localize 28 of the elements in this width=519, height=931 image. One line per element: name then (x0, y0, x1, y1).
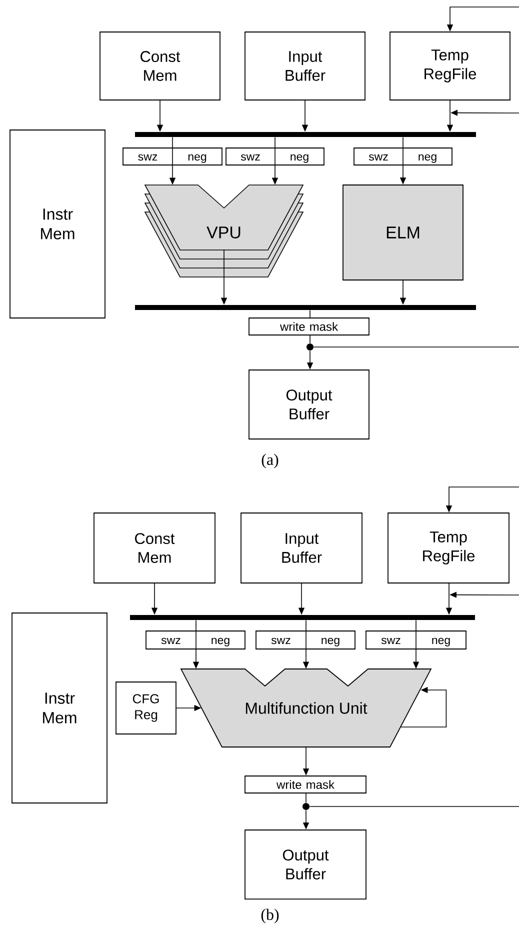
swizzle-negate-box: swz neg (146, 630, 246, 650)
connector-line (402, 136, 404, 148)
elm-block: ELM (342, 184, 464, 280)
output-buffer-block: Output Buffer (248, 370, 370, 440)
register-file-block: Temp RegFile (388, 512, 510, 584)
instruction-memory-block: Instr Mem (10, 130, 106, 318)
memory-block: Const Mem (94, 512, 216, 584)
junction-dot (302, 803, 310, 810)
write-mask-box: write mask (244, 776, 366, 794)
swizzle-negate-box: swz neg (256, 630, 356, 650)
write-mask-box: write mask (248, 318, 370, 336)
connector-line (172, 136, 173, 148)
output-buffer-block: Output Buffer (244, 830, 366, 900)
connector-line (274, 136, 276, 148)
swizzle-negate-box: swz neg (354, 148, 452, 166)
register-file-block: Temp RegFile (390, 32, 510, 100)
swizzle-negate-box: swz neg (226, 148, 324, 166)
buffer-block: Input Buffer (244, 32, 366, 100)
junction-dot (306, 344, 314, 350)
subfigure-caption: (a) (262, 454, 278, 468)
instruction-memory-block: Instr Mem (12, 612, 108, 804)
memory-block: Const Mem (100, 32, 220, 100)
buffer-block: Input Buffer (240, 512, 362, 584)
connector-line (309, 806, 519, 807)
config-register-box: CFG Reg (116, 682, 176, 734)
swizzle-negate-box: swz neg (366, 630, 466, 650)
swizzle-negate-box: swz neg (122, 148, 222, 166)
connector-line (313, 346, 519, 348)
